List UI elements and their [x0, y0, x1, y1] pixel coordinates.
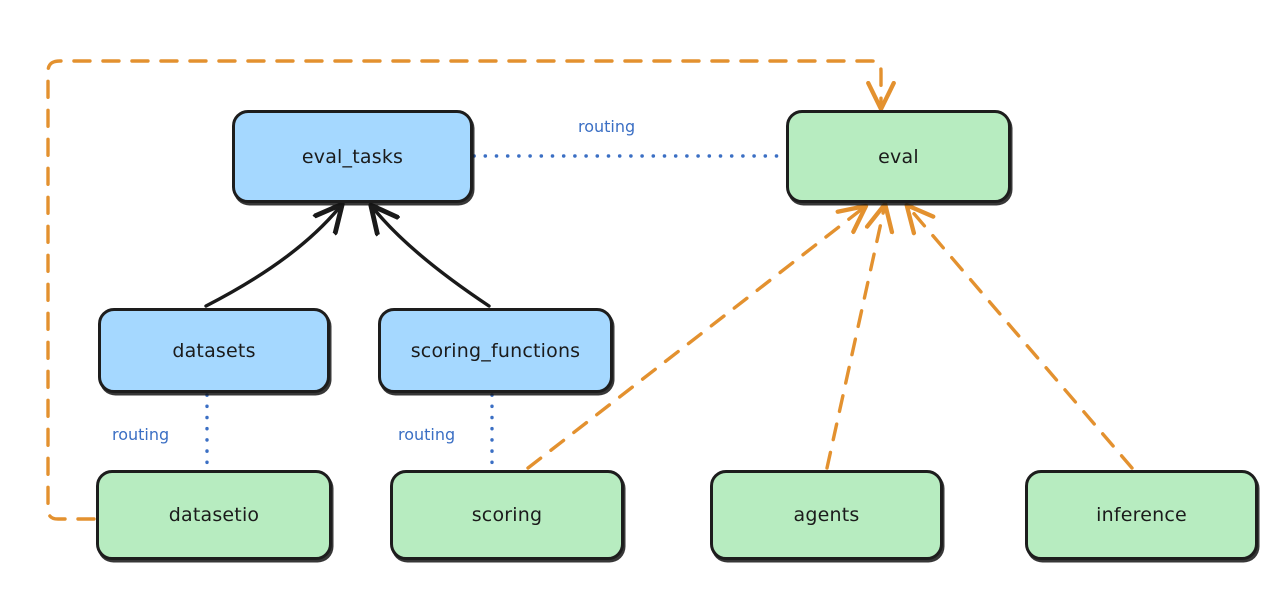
- node-label-agents: agents: [793, 504, 860, 526]
- node-eval-tasks[interactable]: eval_tasks: [232, 110, 473, 203]
- node-label-eval: eval: [878, 145, 919, 168]
- node-agents[interactable]: agents: [710, 470, 943, 560]
- node-label-inference: inference: [1096, 504, 1187, 526]
- node-label-scoring: scoring: [471, 504, 543, 526]
- edge-inference-to-eval: [910, 209, 1134, 470]
- node-scoring[interactable]: scoring: [390, 470, 624, 560]
- node-label-scoring-functions: scoring_functions: [410, 339, 581, 362]
- node-eval[interactable]: eval: [786, 110, 1011, 203]
- node-label-datasetio: datasetio: [168, 504, 260, 526]
- node-datasetio[interactable]: datasetio: [96, 470, 332, 560]
- edge-scoring-functions-to-eval-tasks: [374, 209, 491, 308]
- edge-agents-to-eval: [825, 209, 884, 470]
- node-label-eval-tasks: eval_tasks: [301, 145, 404, 168]
- edge-label-routing-datasetio: routing: [112, 425, 170, 444]
- node-scoring-functions[interactable]: scoring_functions: [378, 308, 613, 393]
- edge-label-routing-scoring: routing: [398, 425, 456, 444]
- node-datasets[interactable]: datasets: [98, 308, 330, 393]
- edge-datasets-to-eval-tasks: [204, 208, 339, 308]
- edge-label-routing-eval: routing: [578, 117, 636, 136]
- node-inference[interactable]: inference: [1025, 470, 1258, 560]
- node-label-datasets: datasets: [172, 339, 256, 362]
